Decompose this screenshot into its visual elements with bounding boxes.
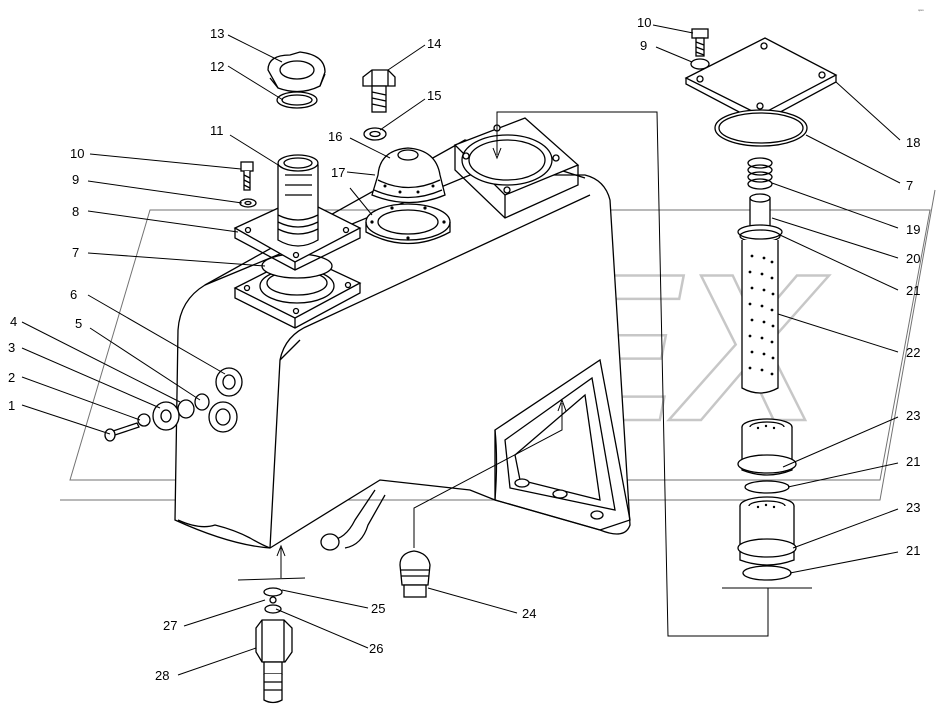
bolt-10-left [240,161,254,191]
callout-15: 15 [427,88,441,103]
breather-16 [371,147,446,204]
flange-17 [365,203,451,245]
callout-7-right: 7 [906,178,913,193]
callout-10-left: 10 [70,146,84,161]
callout-9-right: 9 [640,38,647,53]
callout-21-middle: 21 [906,454,920,469]
callout-19: 19 [906,222,920,237]
washer-9-left [239,198,257,208]
washer-2 [137,413,151,427]
filler-cap-13 [267,51,326,93]
callout-7-left: 7 [72,245,79,260]
filter-element-22 [737,193,783,394]
flange-3 [152,401,180,431]
gasket-7-right [714,109,808,147]
callout-23-lower: 23 [906,500,920,515]
callouts: 1 2 3 4 5 6 7 8 9 10 11 12 13 14 15 16 1… [8,15,920,683]
ring-21-middle [744,480,790,494]
callout-2: 2 [8,370,15,385]
callout-20: 20 [906,251,920,266]
callout-14: 14 [427,36,441,51]
washer-15 [363,127,387,141]
callout-18: 18 [906,135,920,150]
callout-9-left: 9 [72,172,79,187]
callout-13: 13 [210,26,224,41]
callout-28: 28 [155,668,169,683]
filter-cup-23-lower [737,496,797,566]
callout-6: 6 [70,287,77,302]
callout-5: 5 [75,316,82,331]
seal-5 [194,393,210,411]
ball-27 [269,596,277,604]
washer-9-right [690,58,710,70]
screw-1 [104,422,140,442]
callout-1: 1 [8,398,15,413]
assembly-line-drain [413,403,563,548]
callout-23-upper: 23 [906,408,920,423]
spring-19 [747,157,773,190]
callout-3: 3 [8,340,15,355]
assembly-line-right [496,111,769,637]
callout-21-top: 21 [906,283,920,298]
callout-16: 16 [328,129,342,144]
filter-cup-23-upper [737,418,797,476]
callout-24: 24 [522,606,536,621]
cover-plate-18 [684,37,838,124]
callout-27: 27 [163,618,177,633]
callout-25: 25 [371,601,385,616]
drain-plug-24 [399,550,431,598]
leader-lines [21,24,901,676]
fitting-28 [255,619,293,704]
top-filler-port [453,117,580,219]
bolt-14 [362,69,396,113]
flange-4 [208,401,238,433]
callout-4: 4 [10,314,17,329]
seal-26 [264,604,282,614]
callout-10-right: 10 [637,15,651,30]
callout-8: 8 [72,204,79,219]
washer-25 [263,587,283,597]
ring-21-bottom [742,565,792,581]
callout-26: 26 [369,641,383,656]
sight-port-6 [215,367,243,397]
callout-11: 11 [210,123,224,138]
corner-mark: ᵒᵖᵉˣ [918,8,925,13]
ring-3 [177,399,195,419]
bolt-10-right [691,28,709,57]
cover-plate-8 [233,154,362,271]
callout-12: 12 [210,59,224,74]
callout-17: 17 [331,165,345,180]
callout-21-bottom: 21 [906,543,920,558]
callout-22: 22 [906,345,920,360]
